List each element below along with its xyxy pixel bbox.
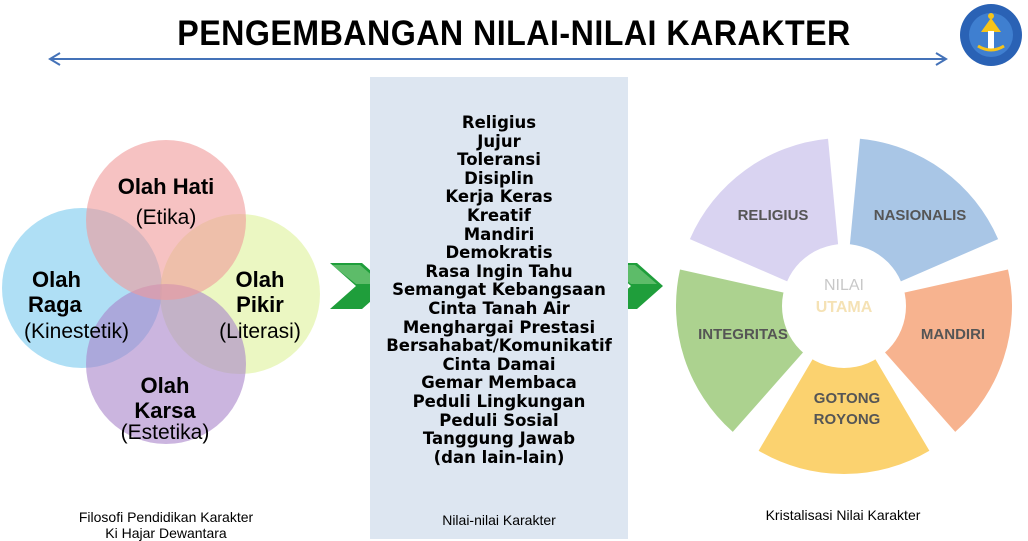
olah-pikir-title2: Pikir [236,291,284,317]
wheel-segment-nasionalis [849,138,999,284]
double-arrow-line [48,52,948,66]
value-item: Menghargai Prestasi [402,317,596,337]
core-values-wheel: NILAI UTAMA RELIGIUS NASIONALIS MANDIRI … [676,138,1012,474]
value-item: Semangat Kebangsaan [392,280,606,300]
olah-pikir-label: Olah Pikir (Literasi) [205,267,315,344]
wheel-label-gotong: GOTONG [814,390,880,407]
wheel-center-line2: UTAMA [816,299,873,316]
wheel-segment-integritas [676,269,807,432]
wheel-center-line1: NILAI [824,277,864,294]
olah-karsa-sub: (Estetika) [120,421,210,445]
wheel-label-royong: ROYONG [814,411,881,428]
olah-karsa-title1: Olah [140,373,190,398]
caption-middle: Nilai-nilai Karakter [442,512,556,528]
olah-hati-circle [86,140,246,300]
olah-raga-title2: Raga [28,291,82,317]
olah-raga-label: Olah Raga (Kinestetik) [20,267,150,344]
character-values-list: Religius Jujur Toleransi Disiplin Kerja … [370,113,628,467]
value-item: Toleransi [457,150,541,170]
olah-karsa-label: Olah Karsa (Estetika) [100,373,230,445]
value-item: Religius [461,113,537,132]
character-values-panel [370,77,628,539]
caption-left-line2: Ki Hajar Dewantara [105,525,227,541]
olah-pikir-sub: (Literasi) [219,320,301,344]
value-item: Kreatif [467,205,531,225]
value-item: Tanggung Jawab [422,429,576,449]
olah-pikir-title1: Olah [235,267,285,292]
value-item: Cinta Damai [442,354,556,374]
wheel-label-religius: RELIGIUS [738,207,809,224]
olah-hati-label: Olah Hati (Etika) [96,174,236,229]
wheel-label-nasionalis: NASIONALIS [874,207,967,224]
value-item: Disiplin [464,168,534,188]
olah-karsa-circle [86,284,246,444]
page-title: PENGEMBANGAN NILAI-NILAI KARAKTER [177,14,851,53]
wheel-segment-gotong-royong [758,354,930,474]
wheel-label-mandiri: MANDIRI [921,326,985,343]
value-item: Mandiri [463,224,535,244]
olah-hati-sub: (Etika) [135,205,197,229]
olah-raga-sub: (Kinestetik) [24,320,130,344]
value-item: Demokratis [445,243,553,263]
caption-right: Kristalisasi Nilai Karakter [765,507,921,523]
value-item: Cinta Tanah Air [428,298,570,318]
wheel-center-circle [782,244,906,368]
olah-hati-title: Olah Hati [117,174,215,199]
wheel-segment-religius [689,138,839,284]
olah-venn-diagram [2,140,320,444]
value-item: (dan lain-lain) [433,447,565,467]
value-item: Bersahabat/Komunikatif [386,336,612,356]
value-item: Gemar Membaca [421,373,577,393]
tut-wuri-handayani-logo [960,4,1022,66]
value-item: Peduli Lingkungan [412,391,586,411]
wheel-segment-mandiri [881,269,1012,432]
olah-raga-title1: Olah [32,267,81,292]
caption-left-line1: Filosofi Pendidikan Karakter [78,509,254,525]
value-item: Rasa Ingin Tahu [425,261,573,281]
value-item: Kerja Keras [445,187,553,207]
value-item: Jujur [477,131,521,151]
caption-left: Filosofi Pendidikan Karakter Ki Hajar De… [36,509,296,541]
wheel-label-integritas: INTEGRITAS [698,326,788,343]
value-item: Peduli Sosial [439,410,559,430]
olah-karsa-title2: Karsa [134,397,196,423]
